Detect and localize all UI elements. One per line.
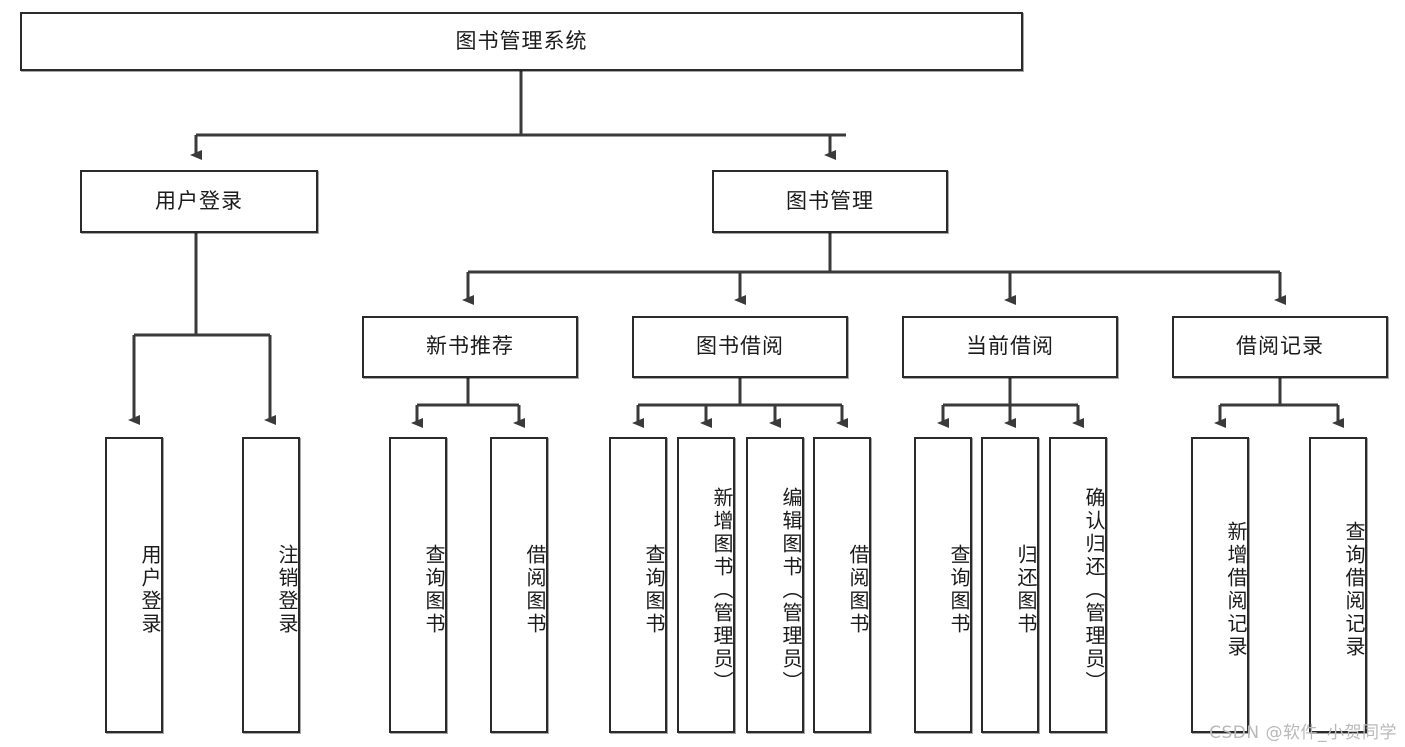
node-label: 查询借阅记录: [1342, 521, 1366, 659]
node-label: 查询图书: [947, 544, 971, 636]
leaf-user-login-logout[interactable]: 注销登录: [242, 437, 300, 733]
node-label: 借阅图书: [523, 544, 547, 636]
leaf-borrow-record-query[interactable]: 查询借阅记录: [1309, 437, 1367, 733]
node-label: 当前借阅: [966, 334, 1054, 359]
node-label: 确认归还（管理员）: [1082, 486, 1106, 694]
node-label: 借阅记录: [1236, 334, 1324, 359]
leaf-new-book-query[interactable]: 查询图书: [389, 437, 447, 733]
node-label: 借阅图书: [846, 544, 870, 636]
node-borrow-record[interactable]: 借阅记录: [1172, 316, 1388, 378]
node-label: 用户登录: [155, 188, 243, 213]
leaf-current-borrow-confirm-return[interactable]: 确认归还（管理员）: [1049, 437, 1107, 733]
node-root-system[interactable]: 图书管理系统: [20, 12, 1023, 71]
watermark: CSDN @软件_小贺同学: [1209, 723, 1397, 743]
node-label: 新增图书（管理员）: [710, 486, 734, 694]
node-label: 新增借阅记录: [1224, 521, 1248, 659]
node-label: 图书管理系统: [455, 28, 588, 53]
node-label: 图书管理: [786, 188, 874, 213]
node-current-borrow[interactable]: 当前借阅: [902, 316, 1118, 378]
node-user-login[interactable]: 用户登录: [80, 170, 318, 233]
node-label: 注销登录: [275, 544, 299, 636]
node-label: 归还图书: [1014, 544, 1038, 636]
leaf-borrow-record-add[interactable]: 新增借阅记录: [1191, 437, 1249, 733]
node-label: 用户登录: [138, 544, 162, 636]
node-new-book-recommend[interactable]: 新书推荐: [362, 316, 578, 378]
node-label: 新书推荐: [426, 334, 514, 359]
leaf-current-borrow-query[interactable]: 查询图书: [914, 437, 972, 733]
node-label: 查询图书: [422, 544, 446, 636]
node-label: 查询图书: [642, 544, 666, 636]
leaf-book-borrow-edit[interactable]: 编辑图书（管理员）: [746, 437, 804, 733]
node-label: 图书借阅: [696, 334, 784, 359]
leaf-current-borrow-return[interactable]: 归还图书: [981, 437, 1039, 733]
leaf-new-book-borrow[interactable]: 借阅图书: [490, 437, 548, 733]
node-label: 编辑图书（管理员）: [779, 486, 803, 694]
node-book-borrow[interactable]: 图书借阅: [632, 316, 848, 378]
leaf-book-borrow-query[interactable]: 查询图书: [609, 437, 667, 733]
leaf-book-borrow-borrow[interactable]: 借阅图书: [813, 437, 871, 733]
leaf-book-borrow-add[interactable]: 新增图书（管理员）: [677, 437, 735, 733]
node-book-management[interactable]: 图书管理: [712, 170, 948, 233]
leaf-user-login-login[interactable]: 用户登录: [105, 437, 163, 733]
